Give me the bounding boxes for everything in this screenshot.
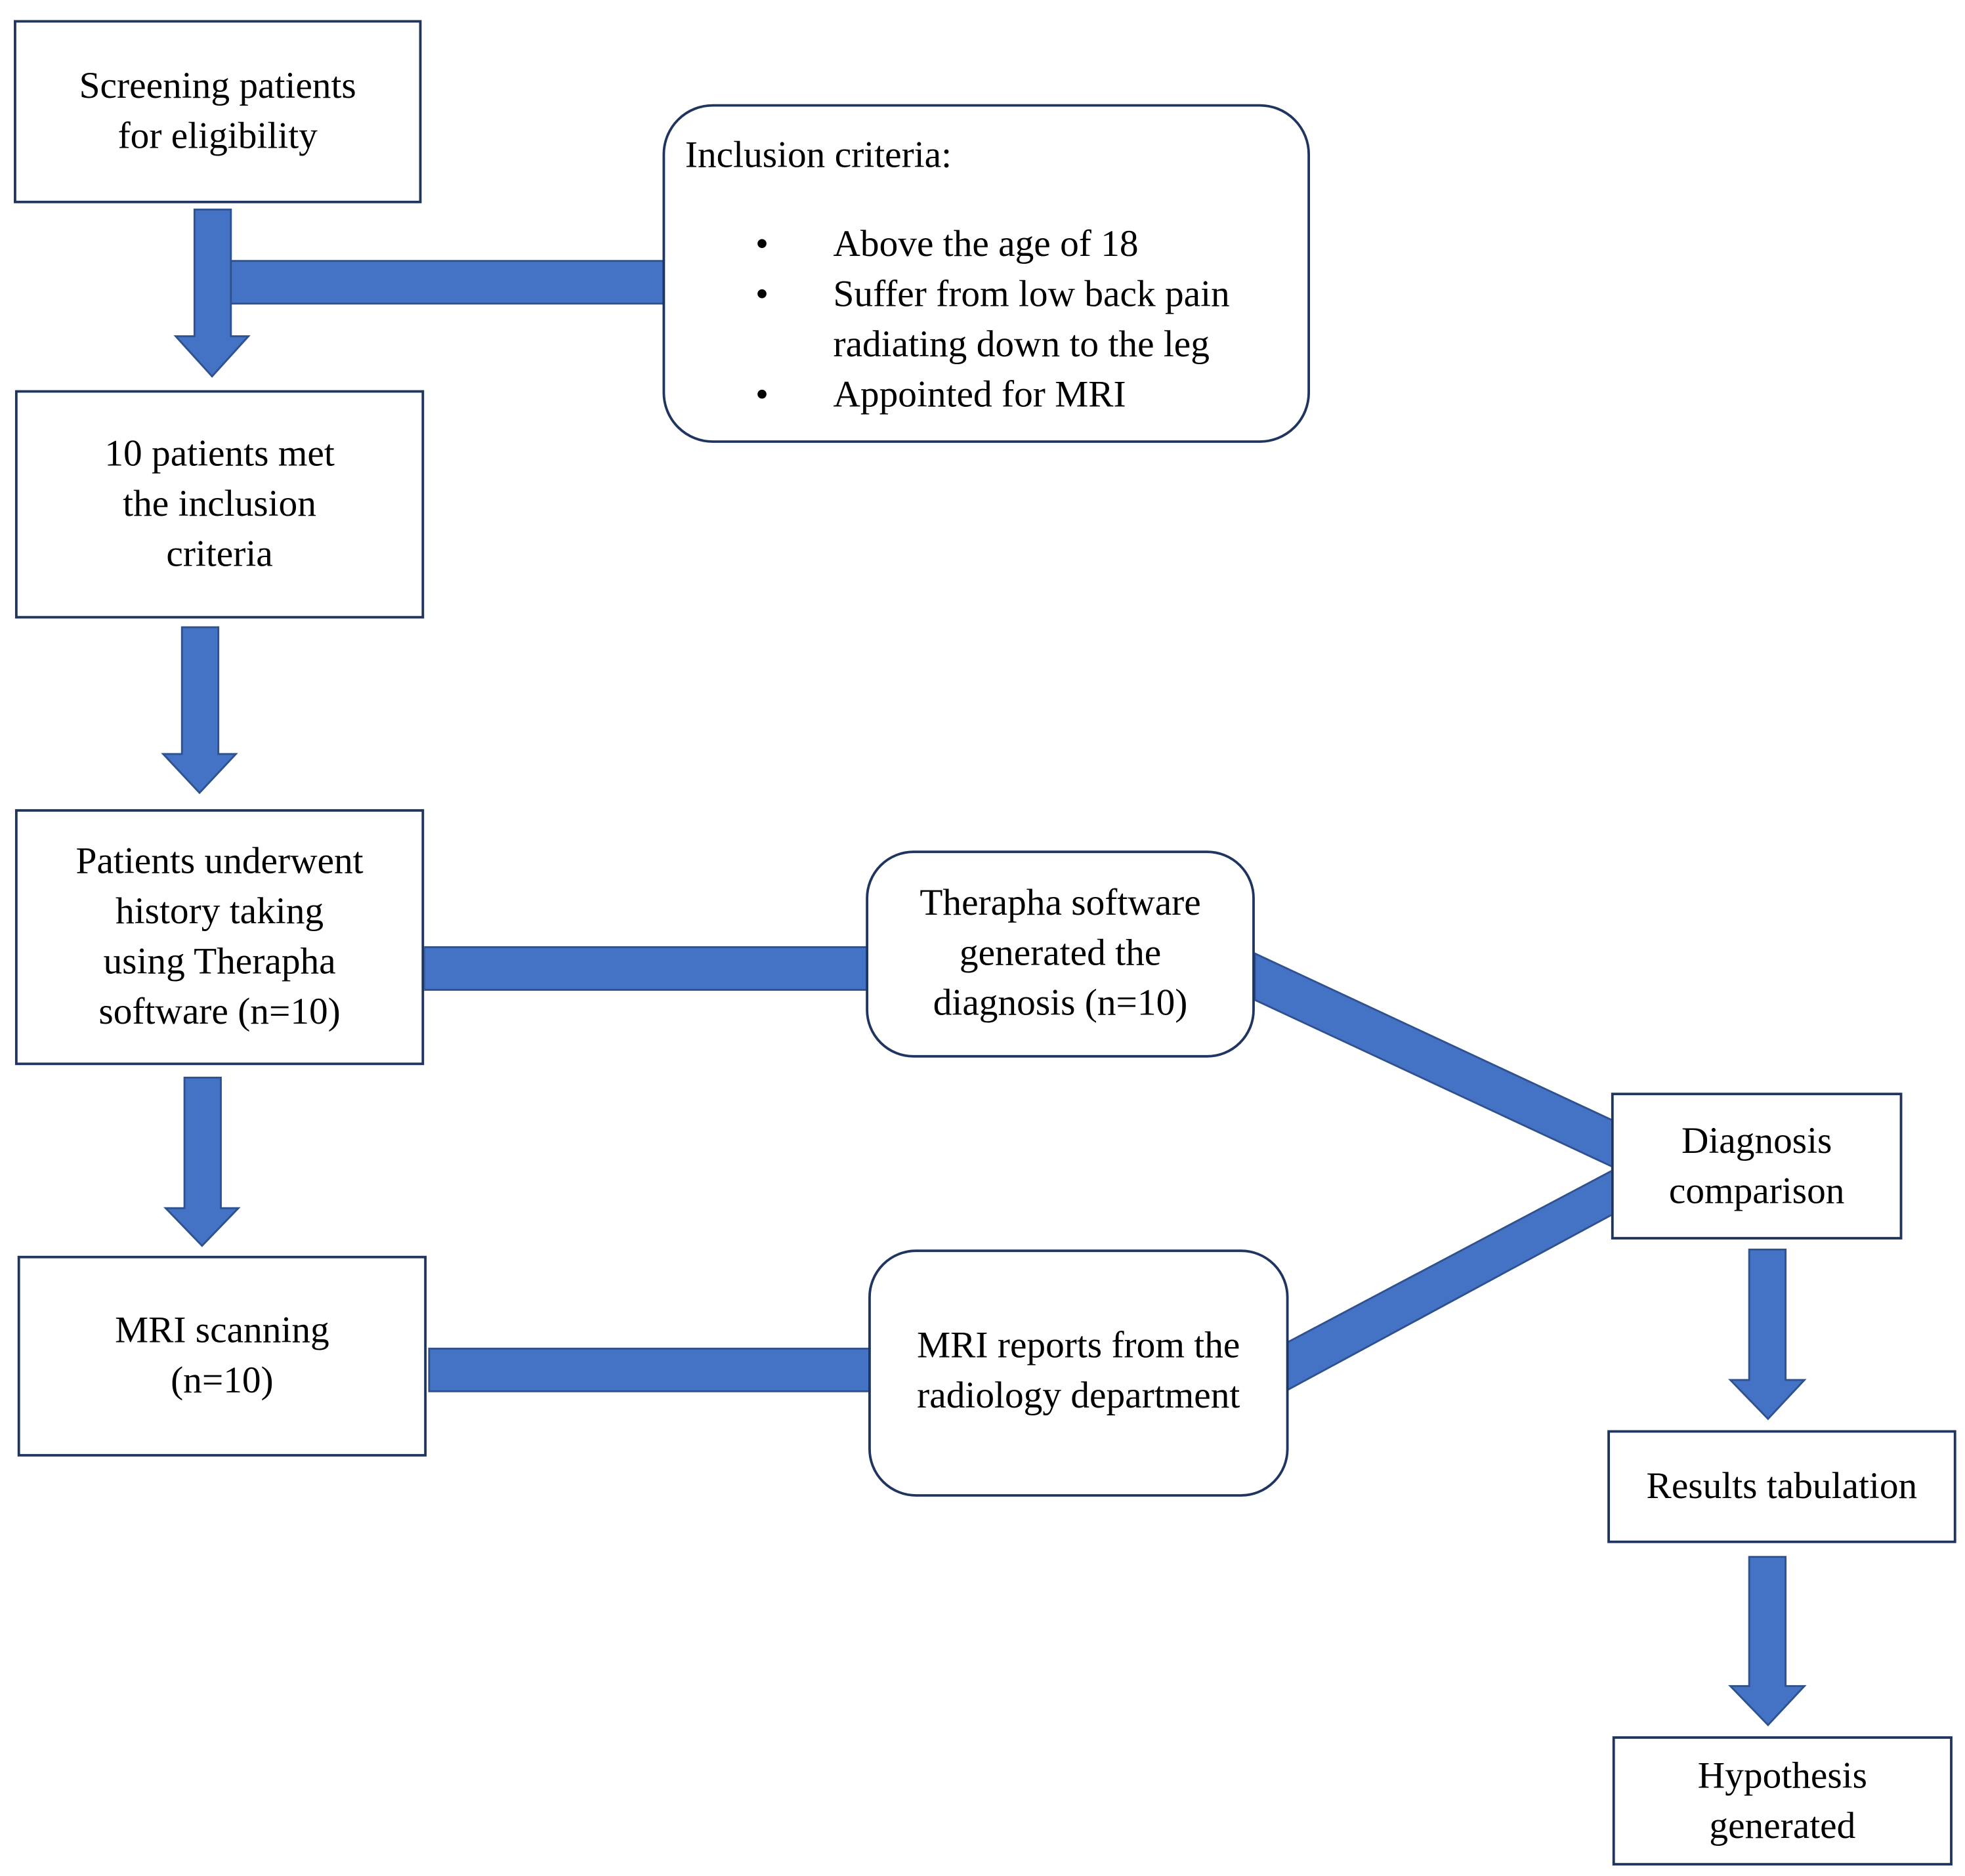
inclusion-criteria-title: Inclusion criteria: (685, 134, 952, 176)
hypothesis-line-1: Hypothesis (1697, 1754, 1867, 1796)
bullet-icon: • (755, 273, 769, 315)
results-line-1: Results tabulation (1646, 1465, 1918, 1507)
comparison-line-1: Diagnosis (1681, 1119, 1832, 1161)
therapha-diagnosis-box: Therapha software generated the diagnosi… (866, 850, 1255, 1058)
met-criteria-line-1: 10 patients met (104, 432, 335, 474)
history-line-4: software (n=10) (98, 991, 341, 1033)
comparison-line-2: comparison (1668, 1169, 1845, 1211)
screening-line-1: Screening patients (79, 65, 356, 107)
therapha-diagnosis-line-3: diagnosis (n=10) (933, 982, 1188, 1024)
reports-to-comparison-connector (1286, 1169, 1614, 1392)
history-box: Patients underwent history taking using … (14, 809, 425, 1066)
inclusion-criteria-box: Inclusion criteria: • Above the age of 1… (662, 104, 1311, 443)
met-criteria-box: 10 patients met the inclusion criteria (14, 390, 425, 619)
mri-scanning-box: MRI scanning (n=10) (17, 1255, 427, 1457)
criteria-item-1-line-1: Above the age of 18 (833, 223, 1139, 265)
criteria-item-2-line-2: radiating down to the leg (833, 323, 1210, 365)
criteria-item: • Suffer from low back pain radiating do… (665, 270, 1230, 370)
criteria-item: • Above the age of 18 (665, 220, 1229, 270)
therapha-to-comparison-connector (1254, 951, 1614, 1169)
met-criteria-line-2: the inclusion (123, 483, 316, 525)
results-box: Results tabulation (1607, 1430, 1956, 1543)
bullet-icon: • (755, 373, 769, 415)
arrow-comparison-to-results (1728, 1248, 1807, 1421)
bullet-icon: • (755, 223, 769, 265)
hypothesis-box: Hypothesis generated (1612, 1736, 1953, 1866)
arrow-met-to-history (161, 626, 238, 795)
mri-reports-line-1: MRI reports from the (917, 1324, 1240, 1367)
arrow-screening-to-met (173, 208, 251, 378)
history-line-1: Patients underwent (75, 840, 364, 883)
criteria-item: • Appointed for MRI (665, 370, 1229, 420)
mri-reports-box: MRI reports from the radiology departmen… (868, 1249, 1289, 1497)
therapha-diagnosis-line-2: generated the (959, 932, 1162, 974)
history-line-2: history taking (116, 890, 324, 932)
mri-to-reports-connector (428, 1347, 871, 1392)
arrow-results-to-hypothesis (1728, 1556, 1807, 1726)
screening-box: Screening patients for eligibility (14, 20, 422, 203)
screening-line-2: for eligibility (117, 115, 318, 157)
mri-scanning-line-2: (n=10) (171, 1360, 274, 1402)
history-line-3: using Therapha (103, 940, 336, 983)
history-to-therapha-connector (423, 946, 868, 991)
hypothesis-line-2: generated (1709, 1804, 1856, 1846)
comparison-box: Diagnosis comparison (1611, 1093, 1903, 1240)
met-criteria-line-3: criteria (166, 533, 273, 575)
therapha-diagnosis-line-1: Therapha software (919, 882, 1201, 924)
inclusion-criteria-list: • Above the age of 18 • Suffer from low … (665, 220, 1230, 421)
mri-reports-line-2: radiology department (917, 1375, 1240, 1417)
arrow-history-to-mri (163, 1076, 241, 1247)
criteria-item-2-line-1: Suffer from low back pain (833, 273, 1230, 315)
criteria-item-3-line-1: Appointed for MRI (833, 373, 1126, 415)
mri-scanning-line-1: MRI scanning (115, 1310, 329, 1352)
criteria-connector (228, 260, 665, 305)
